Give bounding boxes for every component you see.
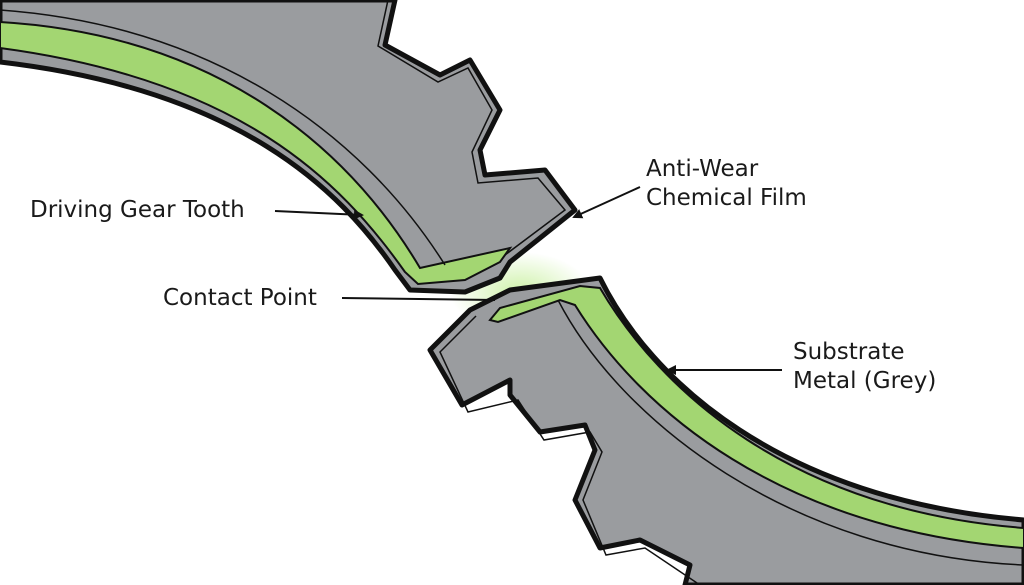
driven-gear-inner-outline [439,315,701,585]
substrate-label-line1: Substrate [793,339,905,365]
substrate-label: Substrate Metal (Grey) [793,338,936,396]
film-leader [572,186,641,219]
driving-gear-film [0,20,513,286]
film-label-line1: Anti-Wear [646,156,759,182]
driving-gear-leader [274,209,364,220]
driven-gear-ring-line [557,299,1024,566]
driving-gear [0,0,578,295]
contact-point-label-text: Contact Point [163,285,317,311]
driving-gear-label-text: Driving Gear Tooth [30,197,245,223]
driven-gear [427,275,1024,585]
driving-gear-label: Driving Gear Tooth [30,196,245,225]
film-label-line2: Chemical Film [646,185,807,211]
driving-gear-inner-outline [377,0,567,256]
film-label: Anti-Wear Chemical Film [646,155,807,213]
contact-point-label: Contact Point [163,284,317,313]
driving-gear-ring-line [0,9,446,266]
substrate-label-line2: Metal (Grey) [793,368,937,394]
contact-point-leader [341,297,496,301]
driven-gear-film [488,284,1024,550]
